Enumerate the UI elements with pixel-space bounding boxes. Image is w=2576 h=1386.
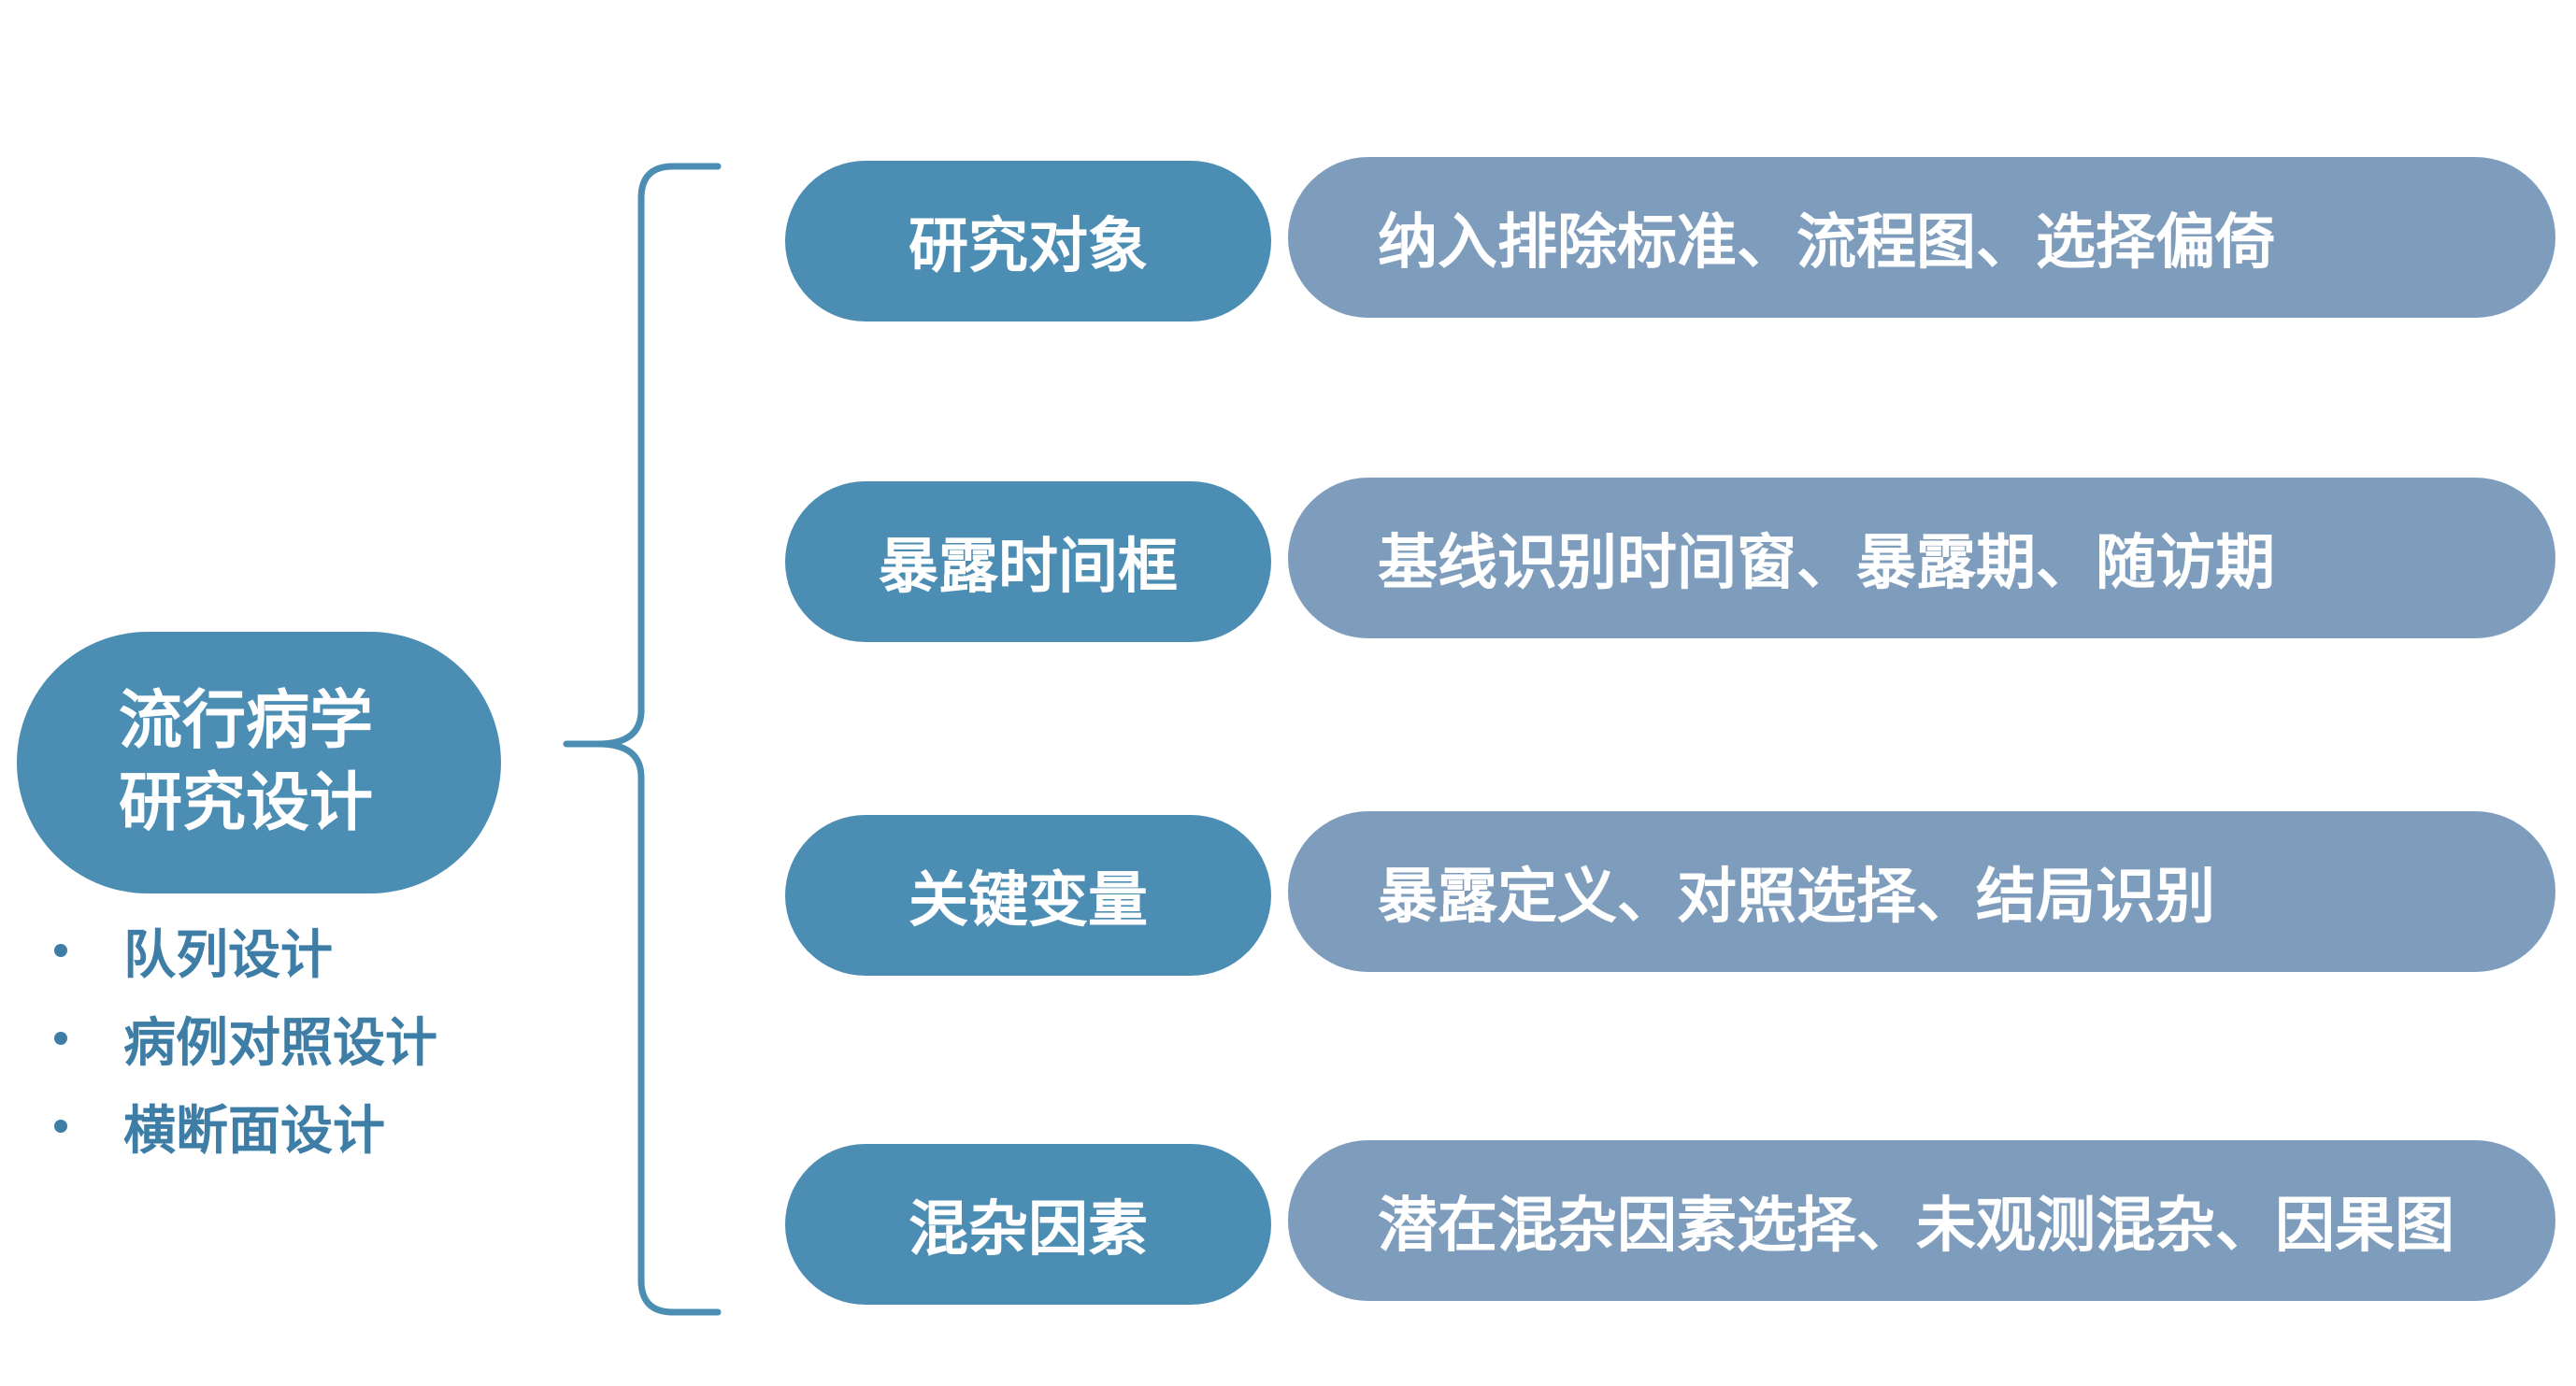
bullet-icon (54, 1032, 67, 1045)
category-node-confounders: 混杂因素 (785, 1144, 1271, 1305)
description-label: 潜在混杂因素选择、未观测混杂、因果图 (1378, 1192, 2454, 1261)
category-label: 研究对象 (909, 212, 1148, 281)
description-label: 纳入排除标准、流程图、选择偏倚 (1378, 208, 2275, 278)
description-label: 暴露定义、对照选择、结局识别 (1378, 863, 2215, 932)
design-type-item: 队列设计 (47, 907, 437, 994)
design-types-list: 队列设计 病例对照设计 横断面设计 (47, 907, 437, 1170)
design-type-label: 队列设计 (123, 924, 333, 986)
description-label: 基线识别时间窗、暴露期、随访期 (1378, 529, 2275, 598)
design-type-item: 病例对照设计 (47, 994, 437, 1082)
category-node-study-subjects: 研究对象 (785, 161, 1271, 321)
category-label: 关键变量 (909, 866, 1148, 936)
description-node-key-variables: 暴露定义、对照选择、结局识别 (1288, 811, 2555, 972)
root-node-line-1: 流行病学 (119, 684, 374, 758)
bullet-icon (54, 944, 67, 957)
bullet-icon (54, 1120, 67, 1133)
description-node-study-subjects: 纳入排除标准、流程图、选择偏倚 (1288, 157, 2555, 318)
design-type-label: 病例对照设计 (123, 1012, 437, 1074)
root-node-line-2: 研究设计 (119, 766, 374, 840)
category-node-key-variables: 关键变量 (785, 815, 1271, 976)
design-type-item: 横断面设计 (47, 1082, 437, 1170)
category-label: 暴露时间框 (879, 533, 1178, 602)
description-node-confounders: 潜在混杂因素选择、未观测混杂、因果图 (1288, 1140, 2555, 1301)
root-node-epidemiology-study-design: 流行病学 研究设计 (17, 632, 501, 893)
design-type-label: 横断面设计 (123, 1100, 385, 1162)
description-node-exposure-timeframe: 基线识别时间窗、暴露期、随访期 (1288, 478, 2555, 638)
category-node-exposure-timeframe: 暴露时间框 (785, 481, 1271, 642)
category-label: 混杂因素 (909, 1195, 1148, 1265)
